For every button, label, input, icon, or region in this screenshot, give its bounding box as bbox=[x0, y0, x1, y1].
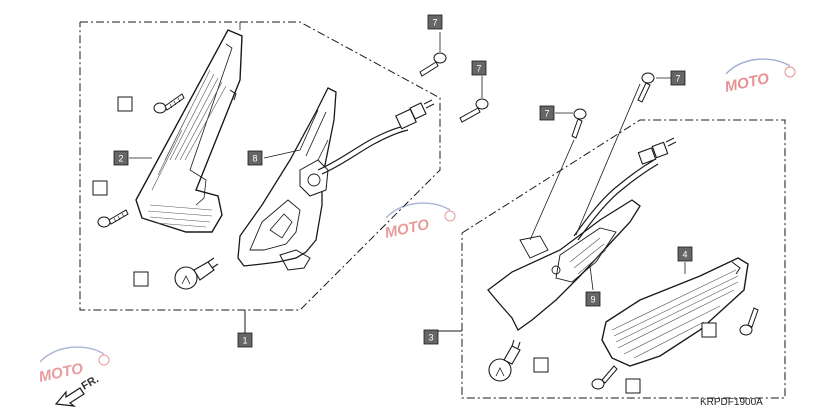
svg-text:7: 7 bbox=[476, 64, 481, 74]
lens-left bbox=[135, 29, 243, 233]
callout-7c: 7 bbox=[670, 70, 686, 86]
callout-9: 9 bbox=[585, 291, 601, 307]
callout-7a: 7 bbox=[427, 14, 443, 30]
svg-text:2: 2 bbox=[118, 154, 123, 164]
housing-left bbox=[237, 87, 435, 271]
callout-4: 4 bbox=[677, 246, 693, 262]
empty-label-boxes bbox=[92, 96, 717, 394]
group1-outline bbox=[79, 21, 441, 311]
callout-1: 1 bbox=[237, 332, 253, 348]
svg-text:7: 7 bbox=[432, 18, 437, 28]
svg-text:4: 4 bbox=[682, 250, 687, 260]
svg-text:MOTO: MOTO bbox=[37, 360, 85, 386]
screw-right-side bbox=[739, 307, 759, 336]
screw-left-lower bbox=[97, 209, 129, 228]
callout-3: 3 bbox=[423, 329, 439, 345]
screw-left-upper bbox=[153, 93, 185, 114]
screw-top-b bbox=[459, 98, 489, 123]
callout-7b: 7 bbox=[471, 60, 487, 76]
svg-text:8: 8 bbox=[252, 154, 257, 164]
svg-text:7: 7 bbox=[544, 109, 549, 119]
callout-2: 2 bbox=[113, 150, 129, 166]
housing-right bbox=[487, 137, 677, 331]
screw-right-lower bbox=[591, 365, 618, 390]
svg-text:9: 9 bbox=[590, 295, 595, 305]
watermark-top-right: MOTO bbox=[723, 58, 796, 96]
svg-text:1: 1 bbox=[242, 336, 247, 346]
lens-right bbox=[601, 257, 749, 367]
callout-7d: 7 bbox=[539, 105, 555, 121]
svg-text:7: 7 bbox=[675, 74, 680, 84]
svg-text:MOTO: MOTO bbox=[383, 216, 431, 242]
watermark-center: MOTO bbox=[383, 202, 456, 242]
svg-text:3: 3 bbox=[428, 333, 433, 343]
front-arrow-icon bbox=[54, 387, 85, 407]
screw-top-d bbox=[571, 108, 587, 139]
bulb-right bbox=[488, 339, 521, 382]
bulb-left bbox=[174, 257, 219, 290]
screw-top-c bbox=[637, 72, 655, 103]
svg-text:MOTO: MOTO bbox=[723, 70, 771, 96]
callout-8: 8 bbox=[247, 150, 263, 166]
screw-top-a bbox=[419, 52, 447, 77]
diagram-code: KRPDF1900A bbox=[700, 397, 763, 408]
